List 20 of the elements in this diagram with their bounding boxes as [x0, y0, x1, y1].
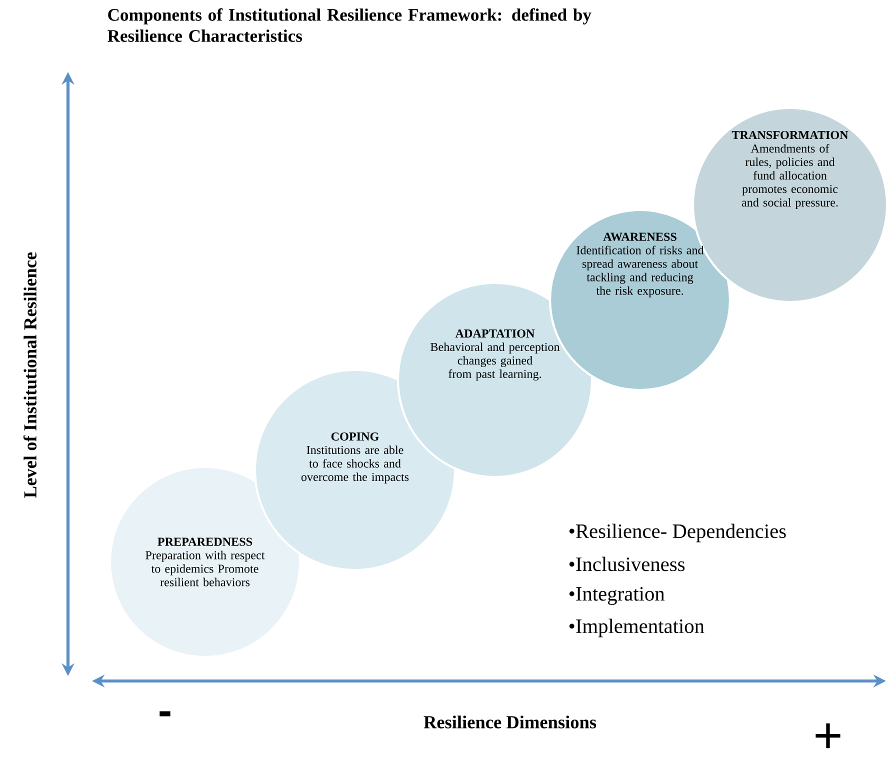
- stage-description: Institutions are able to face shocks and overcome the impacts: [301, 446, 409, 484]
- stage-description: Behavioral and perception changes gained from past learning.: [430, 342, 560, 381]
- stage-heading: TRANSFORMATION: [732, 130, 848, 140]
- plus-sign: +: [816, 723, 840, 748]
- characteristic-item: •Implementation: [569, 618, 704, 638]
- axis-title: Resilience Dimensions: [424, 716, 596, 728]
- title: Components of Institutional Resilience Framework: defined by Resilience Characteristics: [108, 8, 592, 42]
- stage-heading: ADAPTATION: [455, 329, 535, 338]
- characteristic-item: •Integration: [569, 587, 665, 605]
- minus-sign: -: [160, 711, 170, 716]
- stage-heading: PREPAREDNESS: [158, 538, 252, 546]
- stage-description: Amendments of rules, policies and fund allocation promotes economic and social pressure.: [742, 144, 838, 210]
- stage-heading: COPING: [331, 432, 379, 441]
- characteristic-item: •Resilience- Dependencies: [569, 524, 786, 542]
- stage-circle: [108, 466, 302, 658]
- stage-description: Preparation with respect to epidemics Promote resilient behaviors: [146, 550, 265, 586]
- axis-title: Level of Institutional Resilience: [23, 252, 37, 498]
- stage-heading: AWARENESS: [603, 232, 676, 241]
- stage-description: Identification of risks and spread awareness about tackling and reducing the risk exposure.: [576, 246, 704, 298]
- characteristic-item: •Inclusiveness: [569, 556, 685, 572]
